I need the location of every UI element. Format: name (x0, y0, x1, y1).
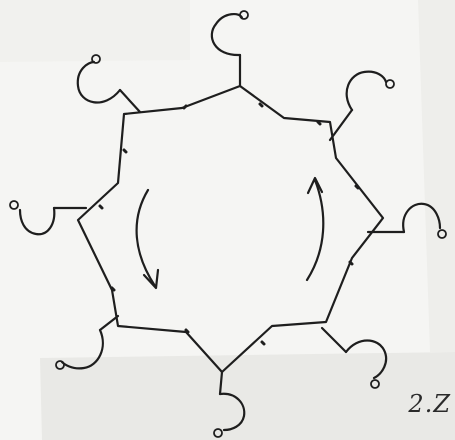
hook-ring (214, 429, 222, 437)
hook-ring (371, 380, 379, 388)
hook-ring (386, 80, 394, 88)
hook-ring (438, 230, 446, 238)
hook-ring (56, 361, 64, 369)
hook-ring (10, 201, 18, 209)
vertex-ticks (100, 104, 358, 344)
hook-lower-right (322, 328, 386, 388)
hook-lower-left (56, 316, 118, 369)
figure-label: 2.Z (408, 390, 451, 418)
hook-top (212, 11, 248, 86)
rotation-arrow-right (307, 178, 323, 280)
rotation-arrow-left (137, 190, 158, 288)
hook-bottom (214, 372, 244, 437)
hook-ring (92, 55, 100, 63)
hook-upper-right (330, 72, 394, 140)
hook-upper-left (78, 55, 140, 112)
hook-ring (240, 11, 248, 19)
hook-left (10, 201, 86, 234)
